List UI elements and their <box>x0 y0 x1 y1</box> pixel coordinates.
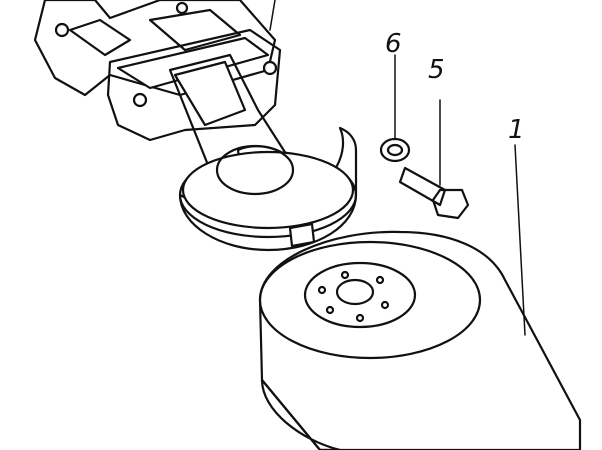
callout-5: 5 <box>428 55 445 85</box>
callout-1: 1 <box>508 115 525 145</box>
retaining-ring <box>379 137 411 163</box>
mounting-gasket <box>33 0 277 97</box>
bolt <box>398 166 470 220</box>
mounting-flange <box>106 28 282 142</box>
filter-head <box>178 126 358 252</box>
filter-canister <box>258 230 582 450</box>
callout-6: 6 <box>385 29 402 59</box>
leader-lines <box>269 0 526 336</box>
